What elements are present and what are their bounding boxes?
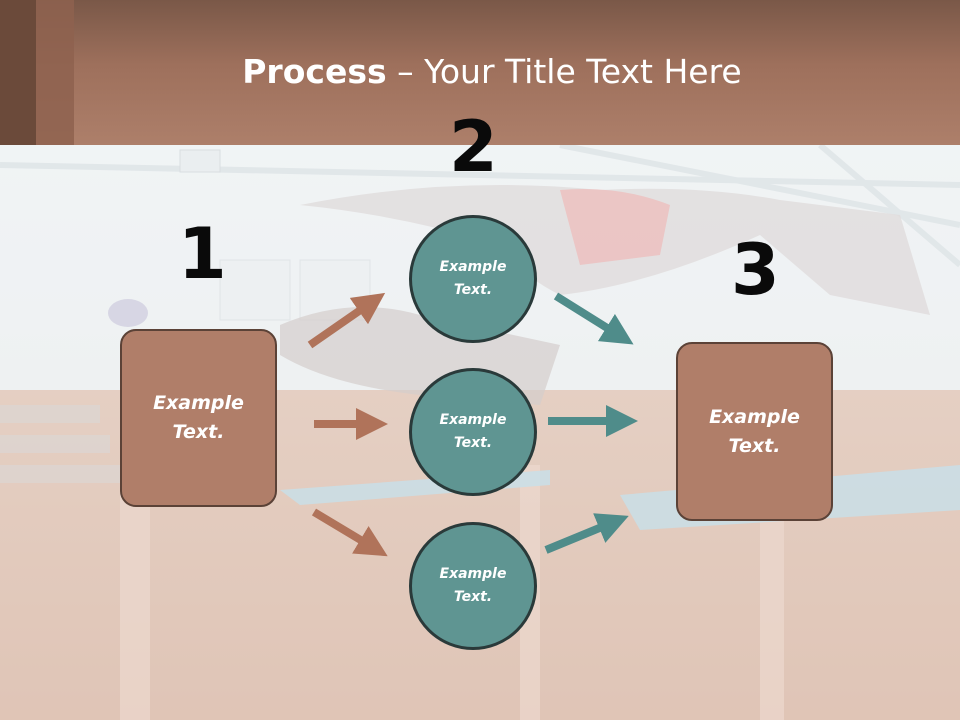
circle-top-line2: Text.: [453, 282, 493, 298]
step-number-1: 1: [178, 213, 227, 295]
arrow-circle-bottom-to-box: [544, 513, 629, 554]
header-accent-mid: [36, 0, 74, 145]
circle-top-text: Example Text.: [440, 256, 507, 302]
arrow-box-to-circle-bottom: [311, 508, 388, 557]
right-box-text: Example Text.: [709, 403, 800, 461]
step-number-2: 2: [449, 106, 498, 188]
slide-title: Process – Your Title Text Here: [0, 52, 960, 91]
header-band: [0, 0, 960, 145]
circle-top[interactable]: Example Text.: [409, 215, 537, 343]
circle-bottom[interactable]: Example Text.: [409, 522, 537, 650]
arrow-circle-top-to-box: [553, 292, 634, 345]
circle-bottom-text: Example Text.: [440, 563, 507, 609]
title-rest: – Your Title Text Here: [386, 52, 742, 91]
right-process-box[interactable]: Example Text.: [676, 342, 833, 521]
title-bold: Process: [242, 52, 387, 91]
left-box-text: Example Text.: [153, 389, 244, 447]
left-process-box[interactable]: Example Text.: [120, 329, 277, 507]
circle-middle-line2: Text.: [453, 435, 493, 451]
circle-top-line1: Example: [439, 259, 507, 275]
left-box-line2: Text.: [172, 421, 225, 443]
step-number-3: 3: [731, 229, 780, 311]
right-box-line1: Example: [709, 405, 800, 428]
circle-middle-text: Example Text.: [440, 409, 507, 455]
circle-middle-line1: Example: [439, 412, 507, 428]
arrow-box-to-circle-top: [307, 292, 386, 349]
circle-middle[interactable]: Example Text.: [409, 368, 537, 496]
circle-bottom-line1: Example: [439, 566, 507, 582]
right-box-line2: Text.: [728, 434, 781, 457]
header-accent-dark: [0, 0, 36, 145]
left-box-line1: Example: [153, 392, 244, 414]
circle-bottom-line2: Text.: [453, 589, 493, 605]
